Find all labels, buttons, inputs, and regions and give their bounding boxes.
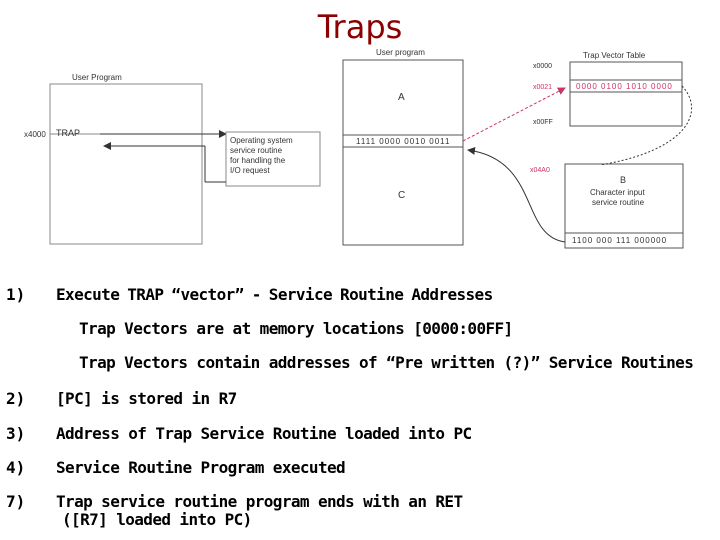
os-routine-box <box>225 131 321 187</box>
vector-lookup-arrow <box>462 87 566 142</box>
ret-return-arrow <box>467 147 566 243</box>
ret-instruction: 1100 000 111 000000 <box>572 236 667 245</box>
step-number: 7) <box>6 492 26 511</box>
region-b: B <box>620 175 626 185</box>
step-text: Service Routine Program executed <box>56 458 346 477</box>
addr-x04a0: x04A0 <box>530 167 550 174</box>
char-input-line-1: Character input <box>590 188 645 197</box>
trap-instruction: 1111 0000 0010 0011 <box>356 137 450 146</box>
trap-label: TRAP <box>56 128 80 138</box>
region-a: A <box>398 92 405 103</box>
step-number: 4) <box>6 458 26 477</box>
step-number: 2) <box>6 389 26 408</box>
right-diagram: User program A 1111 0000 0010 0011 C Tra… <box>342 48 692 249</box>
step-text: Address of Trap Service Routine loaded i… <box>56 424 472 443</box>
os-line-3: for handling the <box>230 156 286 165</box>
os-line-1: Operating system <box>230 136 293 145</box>
os-line-4: I/O request <box>230 166 270 175</box>
left-diagram: User Program x4000 TRAP Operating system… <box>24 73 321 245</box>
region-c: C <box>398 190 405 201</box>
addr-x0021: x0021 <box>533 84 552 91</box>
addr-x00ff: x00FF <box>533 119 553 126</box>
step-text: [PC] is stored in R7 <box>56 389 237 408</box>
step-text: Trap Vectors are at memory locations [00… <box>79 319 513 338</box>
char-input-line-2: service routine <box>592 198 645 207</box>
service-routine-memory <box>564 163 684 249</box>
user-program-label: User Program <box>72 73 122 82</box>
step-text: ([R7] loaded into PC) <box>62 510 252 529</box>
trap-vector-table <box>569 61 683 127</box>
step-text: Execute TRAP “vector” - Service Routine … <box>56 285 493 304</box>
user-program-box <box>49 83 203 245</box>
page-title: Traps <box>317 8 403 46</box>
vector-value: 0000 0100 1010 0000 <box>576 82 673 91</box>
trap-vector-table-label: Trap Vector Table <box>583 51 646 60</box>
os-line-2: service routine <box>230 146 283 155</box>
step-number: 3) <box>6 424 26 443</box>
step-number: 1) <box>6 285 26 304</box>
step-text: Trap Vectors contain addresses of “Pre w… <box>79 353 694 372</box>
right-user-program-label: User program <box>376 48 425 57</box>
step-text: Trap service routine program ends with a… <box>56 492 463 511</box>
address-x4000: x4000 <box>24 130 46 139</box>
user-program-memory <box>342 59 464 246</box>
addr-x0000: x0000 <box>533 63 552 70</box>
